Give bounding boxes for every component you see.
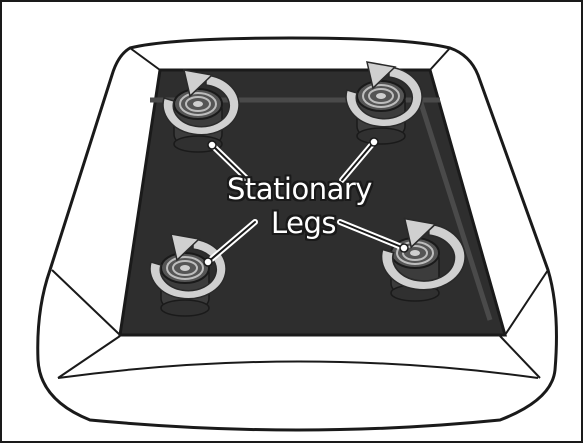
body-rim [57,360,539,379]
leader-lines [203,137,409,267]
